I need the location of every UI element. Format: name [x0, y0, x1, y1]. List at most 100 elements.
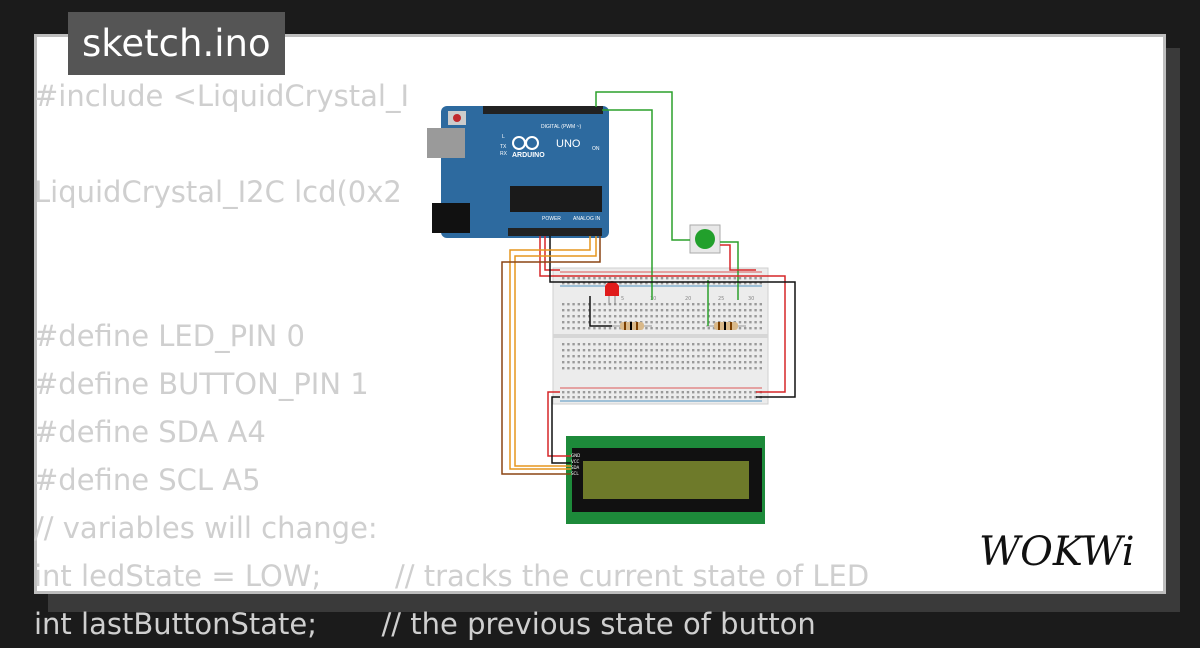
breadboard-hole — [634, 361, 638, 364]
breadboard-hole — [614, 391, 617, 394]
breadboard-hole — [686, 355, 690, 358]
breadboard-hole — [754, 349, 757, 352]
breadboard-hole — [686, 309, 690, 312]
arduino-uno-board[interactable]: UNO ARDUINO DIGITAL (PWM ~) POWER ANALOG… — [427, 106, 609, 238]
breadboard-hole — [671, 367, 674, 370]
breadboard-hole — [660, 327, 664, 330]
breadboard-hole — [603, 367, 606, 370]
breadboard-hole — [712, 327, 716, 330]
breadboard-hole — [686, 315, 690, 318]
breadboard-hole — [582, 303, 586, 306]
breadboard-hole — [645, 309, 648, 312]
breadboard-hole — [614, 321, 617, 324]
breadboard-hole — [692, 309, 695, 312]
breadboard-hole — [759, 277, 762, 280]
breadboard-hole — [686, 367, 690, 370]
wokwi-logo[interactable]: WOKWi — [975, 525, 1153, 577]
breadboard-hole — [712, 309, 716, 312]
breadboard-hole — [681, 343, 684, 346]
breadboard-hole — [572, 396, 575, 399]
breadboard-hole — [619, 343, 622, 346]
breadboard-hole — [577, 367, 580, 370]
breadboard-hole — [759, 327, 762, 330]
lcd-display[interactable]: GND VCC SDA SCL — [566, 436, 765, 524]
arduino-infinity-icon-b — [525, 136, 539, 150]
breadboard-hole — [728, 282, 731, 285]
breadboard-hole — [738, 321, 742, 324]
wire-brown-scl[interactable] — [501, 236, 601, 475]
breadboard-hole — [707, 367, 710, 370]
breadboard-hole — [640, 315, 643, 318]
breadboard-hole — [634, 355, 638, 358]
breadboard-hole — [759, 349, 762, 352]
breadboard-hole — [614, 361, 617, 364]
breadboard-hole — [640, 282, 643, 285]
breadboard-hole — [650, 303, 653, 306]
breadboard-hole — [660, 315, 664, 318]
wire-black-led[interactable] — [589, 296, 612, 327]
filename-tab[interactable]: sketch.ino — [68, 12, 285, 75]
breadboard-hole — [603, 303, 606, 306]
breadboard-hole — [749, 327, 752, 330]
breadboard-hole — [707, 391, 710, 394]
breadboard-hole — [702, 355, 705, 358]
on-label: ON — [592, 146, 600, 152]
lcd-pin-label: SCL — [571, 471, 579, 476]
breadboard-hole — [759, 309, 762, 312]
breadboard-hole — [567, 367, 570, 370]
breadboard-hole — [759, 282, 762, 285]
breadboard-hole — [572, 361, 575, 364]
lcd-pin-label: GND — [571, 453, 580, 458]
breadboard-hole — [588, 361, 591, 364]
wire-black-lcd-gnd[interactable] — [551, 396, 571, 464]
breadboard[interactable]: 5 10 20 25 30 — [552, 267, 769, 405]
push-button[interactable] — [689, 224, 721, 254]
breadboard-hole — [728, 343, 731, 346]
breadboard-hole — [671, 343, 674, 346]
breadboard-hole — [759, 367, 762, 370]
wire-red-short[interactable] — [544, 236, 560, 271]
breadboard-hole — [572, 391, 575, 394]
wire-red-button[interactable] — [720, 244, 756, 271]
breadboard-hole — [702, 367, 705, 370]
breadboard-hole — [608, 327, 612, 330]
breadboard-hole — [686, 282, 690, 285]
wire-red-lcd-vcc[interactable] — [547, 391, 571, 457]
breadboard-hole — [624, 355, 627, 358]
breadboard-hole — [645, 315, 648, 318]
wire-green-btn-rail[interactable] — [720, 241, 739, 300]
breadboard-hole — [666, 355, 669, 358]
tx-label: TX — [500, 144, 507, 150]
breadboard-hole — [738, 277, 742, 280]
code-line: #define SDA A4 — [34, 415, 266, 449]
breadboard-hole — [718, 361, 721, 364]
breadboard-hole — [593, 391, 596, 394]
wire-green-led[interactable] — [602, 109, 653, 300]
breadboard-hole — [645, 361, 648, 364]
wire-green-button[interactable] — [595, 91, 690, 241]
wires — [501, 91, 796, 475]
breadboard-hole — [629, 367, 632, 370]
breadboard-hole — [603, 355, 606, 358]
breadboard-hole — [608, 355, 612, 358]
breadboard-hole — [749, 343, 752, 346]
red-led[interactable] — [605, 281, 619, 305]
breadboard-hole — [634, 391, 638, 394]
breadboard-hole — [738, 315, 742, 318]
wire-black-gnd[interactable] — [549, 236, 796, 398]
breadboard-hole — [598, 396, 601, 399]
digital-header — [483, 106, 603, 114]
breadboard-hole — [744, 343, 747, 346]
breadboard-hole — [723, 367, 726, 370]
breadboard-hole — [671, 327, 674, 330]
breadboard-hole — [562, 309, 565, 312]
breadboard-hole — [655, 303, 658, 306]
breadboard-hole — [676, 367, 679, 370]
wire-orange-sda[interactable] — [509, 236, 591, 470]
breadboard-hole — [754, 355, 757, 358]
resistor-2[interactable] — [706, 322, 746, 330]
breadboard-hole — [733, 391, 736, 394]
breadboard-hole — [572, 309, 575, 312]
wire-orange-sda-2[interactable] — [514, 236, 597, 467]
resistor-1[interactable] — [612, 322, 652, 330]
